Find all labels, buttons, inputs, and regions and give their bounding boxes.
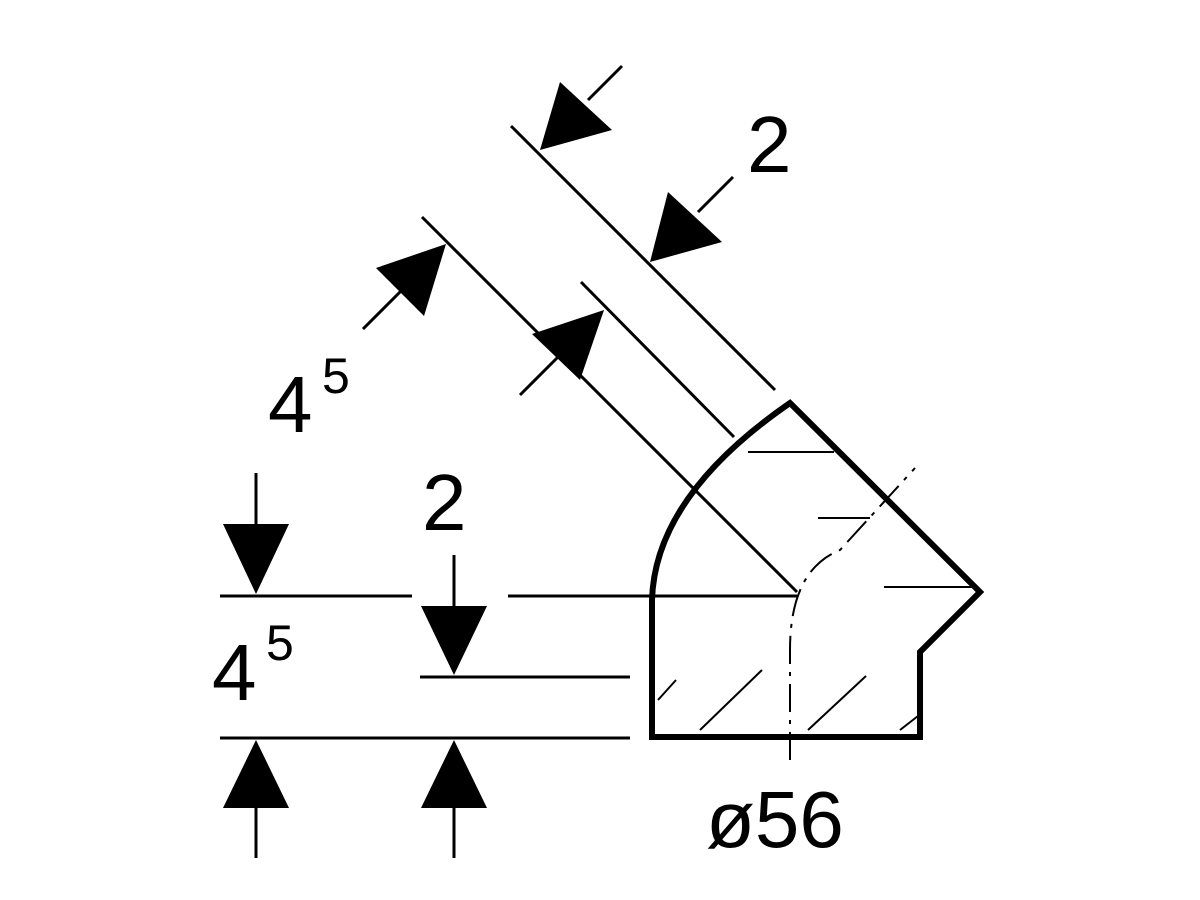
- arrow-up-icon: [223, 740, 289, 808]
- arrow-up-right-icon: [376, 244, 446, 316]
- section-hatching: [657, 451, 974, 731]
- label-socket-length-left: 2: [422, 458, 467, 547]
- elbow-fitting: [649, 399, 985, 760]
- label-insertion-depth-diagonal-sup: 5: [322, 348, 350, 404]
- elbow-outline: [649, 399, 985, 740]
- label-insertion-depth-left: 4: [212, 628, 257, 717]
- centre-line: [789, 467, 916, 760]
- dimension-labels: 2 4 5 2 4 5 ø56: [212, 100, 844, 864]
- label-insertion-depth-diagonal: 4: [268, 360, 313, 449]
- arrow-down-icon: [421, 606, 487, 675]
- arrow-up-right-icon: [532, 310, 604, 380]
- arrow-up-icon: [421, 740, 487, 808]
- dimension-arrows: [223, 64, 735, 858]
- extension-lines: [220, 124, 799, 740]
- label-socket-length-top: 2: [747, 100, 792, 189]
- label-diameter: ø56: [706, 775, 844, 864]
- arrow-down-icon: [223, 524, 289, 594]
- arrow-down-left-icon: [650, 192, 722, 262]
- label-insertion-depth-left-sup: 5: [266, 615, 294, 671]
- arrow-down-left-icon: [540, 82, 612, 150]
